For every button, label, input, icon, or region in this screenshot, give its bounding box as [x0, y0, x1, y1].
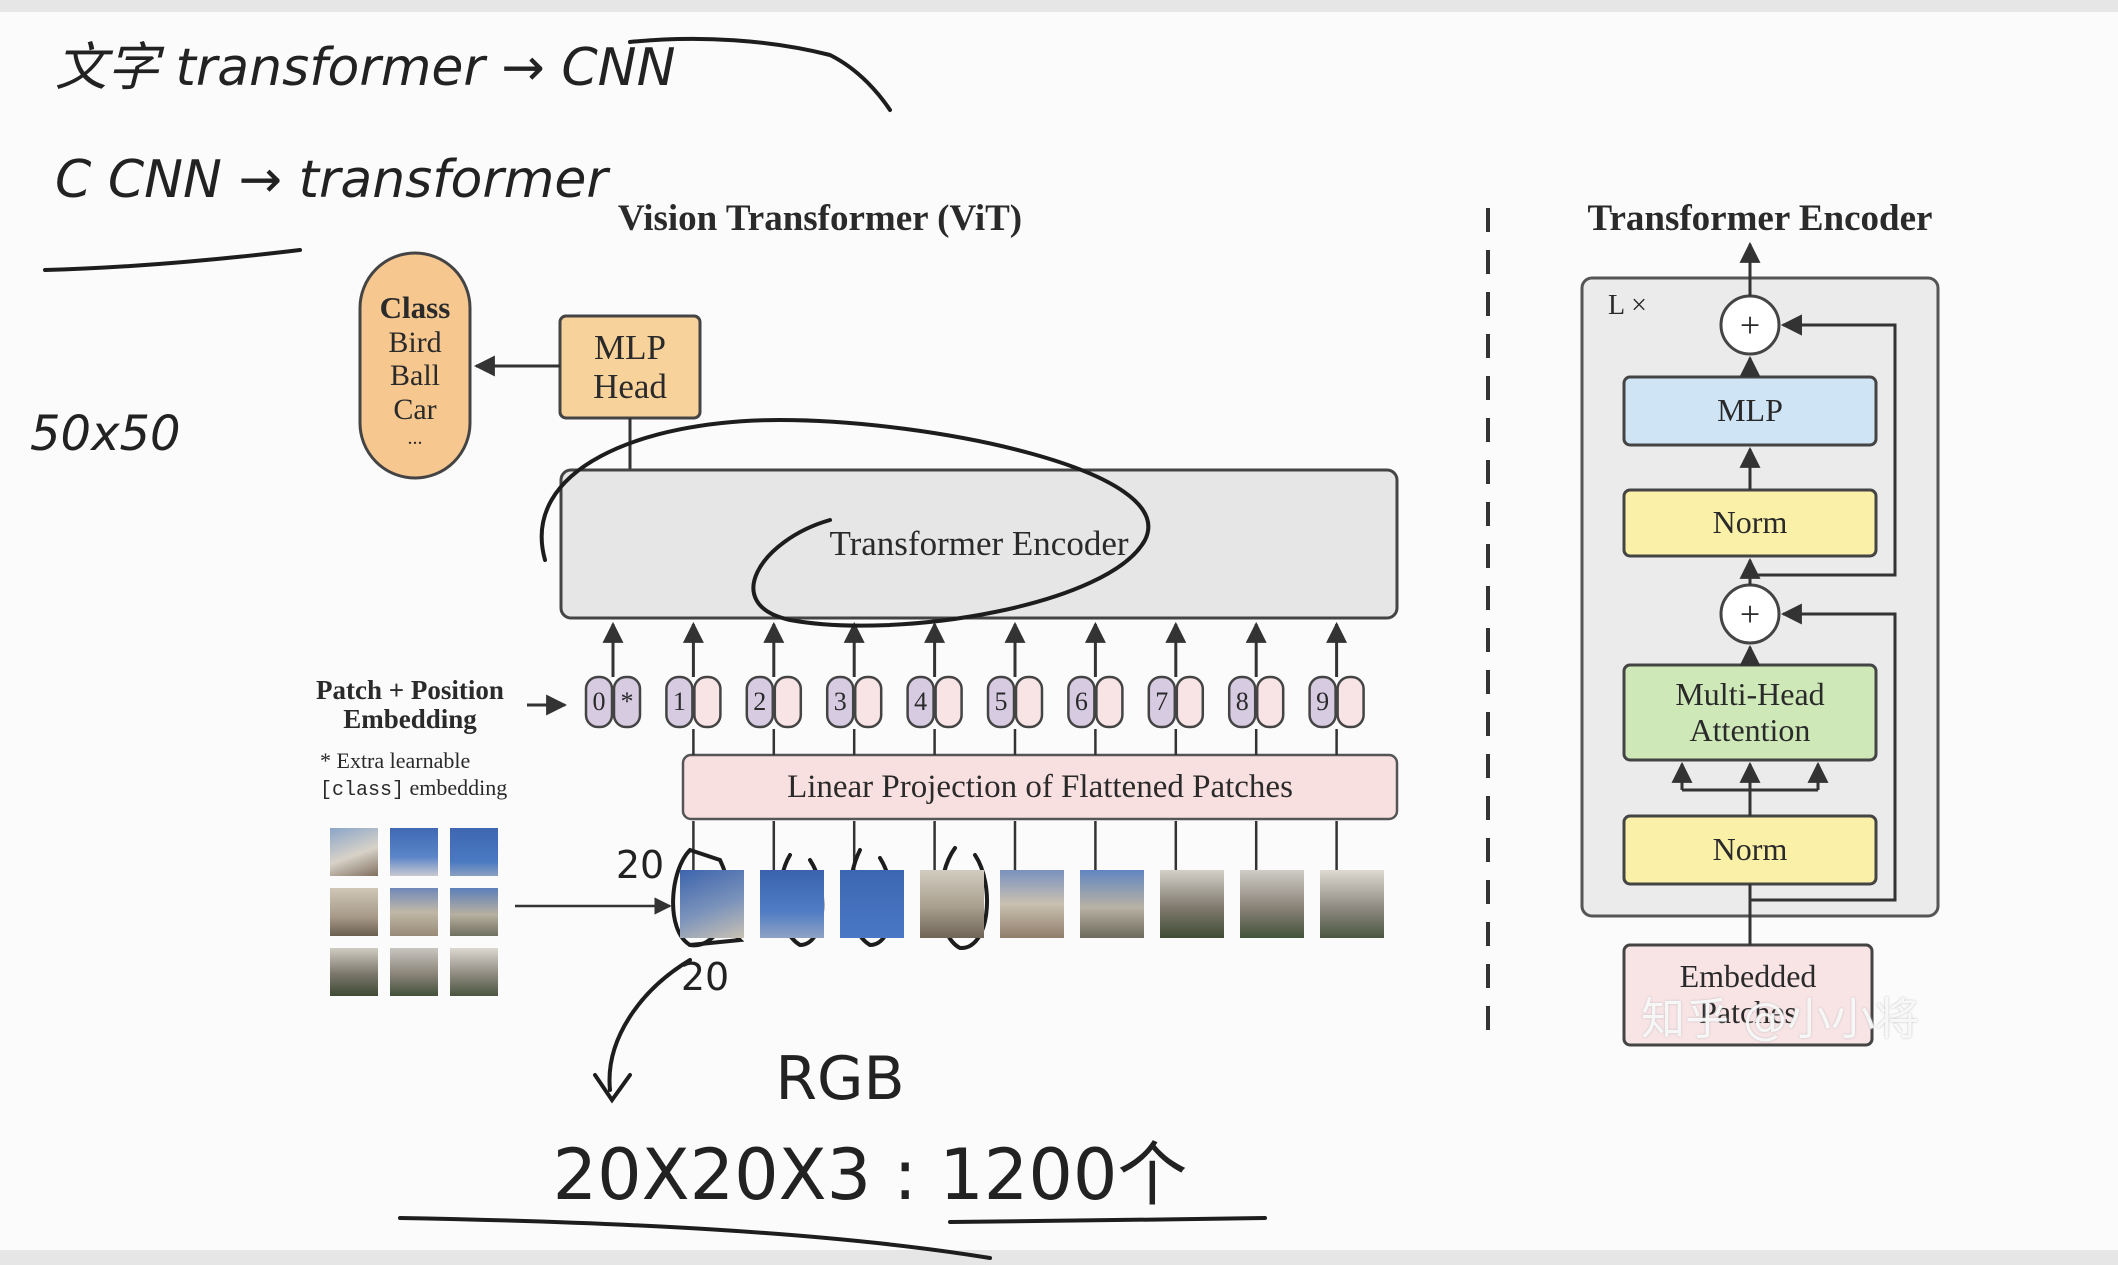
transformer-encoder-box — [559, 468, 1399, 620]
patch-token-9 — [1336, 675, 1365, 729]
class-box-label: Class Bird Ball Car ... — [362, 285, 468, 455]
position-token-5 — [986, 675, 1016, 729]
token-label-8: 8 — [1235, 687, 1249, 717]
grid-patch — [390, 948, 438, 996]
class-item-more: ... — [407, 426, 423, 449]
extra-note-line2: embedding — [404, 775, 508, 801]
token-label-7: 7 — [1155, 687, 1169, 717]
grid-patch — [450, 828, 498, 876]
patch-token-6 — [1095, 675, 1124, 729]
patch-token-1 — [693, 675, 722, 729]
norm-top-label: Norm — [1712, 504, 1788, 541]
mlp-block-label: MLP — [1717, 392, 1783, 429]
token-label-5: 5 — [994, 687, 1008, 717]
position-token-6 — [1067, 675, 1096, 729]
grid-patch — [450, 888, 498, 936]
row-patch — [1320, 870, 1384, 938]
patch-token-3 — [853, 675, 883, 729]
position-token-7 — [1147, 675, 1177, 729]
class-heading: Class — [379, 290, 451, 326]
class-token-mark: * — [620, 687, 634, 717]
mlp-head-label: MLP Head — [593, 327, 667, 406]
repeat-label: L × — [1608, 290, 1647, 322]
size-note: 50x50 — [30, 406, 181, 463]
handwriting-line1: 文字 transformer → CNN — [55, 37, 676, 98]
token-label-9: 9 — [1316, 687, 1330, 717]
token-label-6: 6 — [1074, 687, 1088, 717]
extra-note-code: [class] — [320, 779, 405, 803]
extra-note-line1: * Extra learnable — [320, 747, 471, 773]
handwriting-line2: C CNN → transformer — [55, 149, 608, 210]
row-patch — [1240, 870, 1304, 938]
grid-patch — [390, 828, 438, 876]
patch-token-8 — [1255, 675, 1285, 729]
vit-title: Vision Transformer (ViT) — [617, 198, 1023, 240]
norm-bottom-label: Norm — [1712, 831, 1788, 868]
grid-patch — [330, 948, 378, 996]
row-patch — [680, 870, 744, 938]
row-patch — [1160, 870, 1224, 938]
patch-token-5 — [1014, 675, 1044, 729]
class-item-car: Car — [393, 392, 437, 426]
patch-width-note: 20 — [615, 842, 665, 887]
grid-patch — [330, 828, 378, 876]
position-token-8 — [1227, 675, 1257, 729]
position-token-9 — [1308, 675, 1337, 729]
grid-patch — [390, 888, 438, 936]
attention-label: Multi-Head Attention — [1675, 675, 1825, 748]
handwriting-strokes — [43, 36, 1267, 1260]
class-box — [358, 251, 472, 480]
row-patch — [760, 870, 824, 938]
row-patch — [1000, 870, 1064, 938]
token-label-3: 3 — [833, 687, 847, 717]
position-token-0 — [584, 675, 614, 729]
rgb-note: RGB — [775, 1044, 905, 1115]
position-token-2 — [745, 675, 775, 729]
patch-position-label: Patch + Position Embedding — [316, 674, 504, 734]
plus-top-label: + — [1739, 304, 1761, 345]
token-label-4: 4 — [914, 687, 928, 717]
row-patch — [920, 870, 984, 938]
embedded-patches-block — [1622, 943, 1874, 1047]
grid-patch — [450, 948, 498, 996]
token-layer — [584, 621, 1365, 870]
row-patch — [1080, 870, 1144, 938]
position-token-4 — [906, 675, 935, 729]
position-token-3 — [825, 675, 855, 729]
class-token — [612, 675, 642, 729]
class-item-bird: Bird — [388, 325, 442, 359]
token-label-2: 2 — [753, 687, 767, 717]
formula-note: 20X20X3 : 1200个 — [552, 1133, 1188, 1216]
patch-token-7 — [1175, 675, 1205, 729]
bottom-border — [0, 1250, 2118, 1265]
embedded-patches-label: Embedded Patches — [1679, 958, 1817, 1030]
class-item-ball: Ball — [390, 359, 440, 393]
grid-patch — [330, 888, 378, 936]
top-border — [0, 0, 2118, 12]
patch-token-2 — [773, 675, 803, 729]
watermark: 知乎 @小小将 — [1641, 994, 1919, 1046]
plus-bottom-label: + — [1739, 593, 1761, 634]
token-label-1: 1 — [672, 687, 686, 717]
position-token-1 — [665, 675, 694, 729]
extra-learnable-note: * Extra learnable [class] embedding — [320, 745, 540, 805]
linear-projection-box — [681, 753, 1399, 821]
encoder-flow-lines — [1671, 241, 1897, 945]
token-label-0: 0 — [592, 687, 606, 717]
patch-height-note: 20 — [680, 954, 730, 999]
row-patch — [840, 870, 904, 938]
transformer-encoder-label: Transformer Encoder — [829, 524, 1129, 564]
encoder-detail-title: Transformer Encoder — [1587, 198, 1933, 240]
linear-projection-label: Linear Projection of Flattened Patches — [787, 768, 1293, 805]
patch-token-4 — [934, 675, 963, 729]
